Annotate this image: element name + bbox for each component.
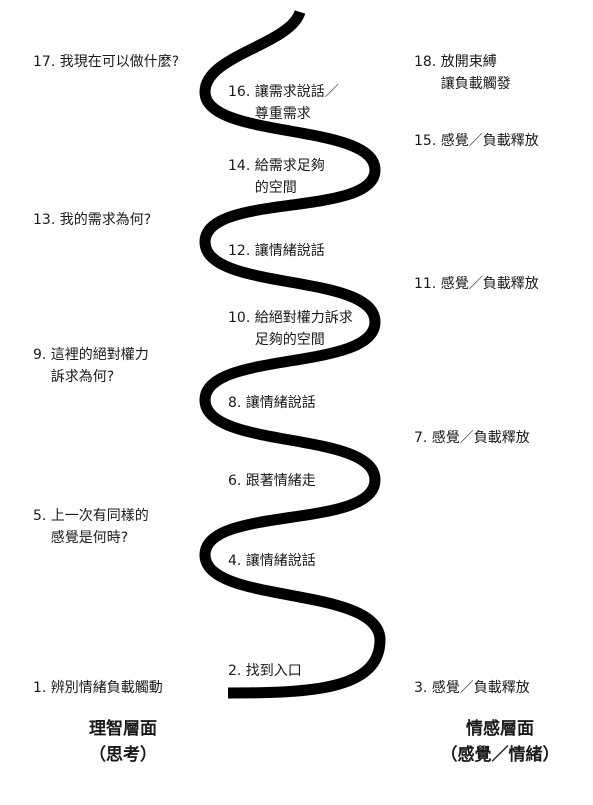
step-6-label: 6. 跟著情緒走 [228, 473, 316, 489]
header-rational-level: 理智層面 （思考） [89, 719, 157, 765]
step-8-label: 8. 讓情緒說話 [228, 395, 316, 411]
step-17-label: 17. 我現在可以做什麼? [33, 54, 180, 70]
step-9-label: 9. 這裡的絕對權力 訴求為何? [33, 347, 149, 385]
step-18-label: 18. 放開束縛 讓負載觸發 [414, 54, 511, 92]
step-3-label: 3. 感覺／負載釋放 [414, 680, 530, 696]
step-7-label: 7. 感覺／負載釋放 [414, 430, 530, 446]
step-15-label: 15. 感覺／負載釋放 [414, 133, 539, 149]
step-12-label: 12. 讓情緒說話 [228, 243, 325, 259]
step-13-label: 13. 我的需求為何? [33, 212, 152, 228]
step-11-label: 11. 感覺／負載釋放 [414, 276, 539, 292]
step-1-label: 1. 辨別情緒負載觸動 [33, 680, 163, 696]
step-10-label: 10. 給絕對權力訴求 足夠的空間 [228, 310, 353, 348]
step-16-label: 16. 讓需求說話／ 尊重需求 [228, 84, 339, 122]
header-emotional-level: 情感層面 （感覺／情緒） [440, 719, 560, 765]
step-5-label: 5. 上一次有同樣的 感覺是何時? [33, 508, 149, 546]
serpentine-path [199, 9, 386, 699]
step-4-label: 4. 讓情緒說話 [228, 553, 316, 569]
step-14-label: 14. 給需求足夠 的空間 [228, 158, 325, 196]
step-2-label: 2. 找到入口 [228, 663, 302, 679]
